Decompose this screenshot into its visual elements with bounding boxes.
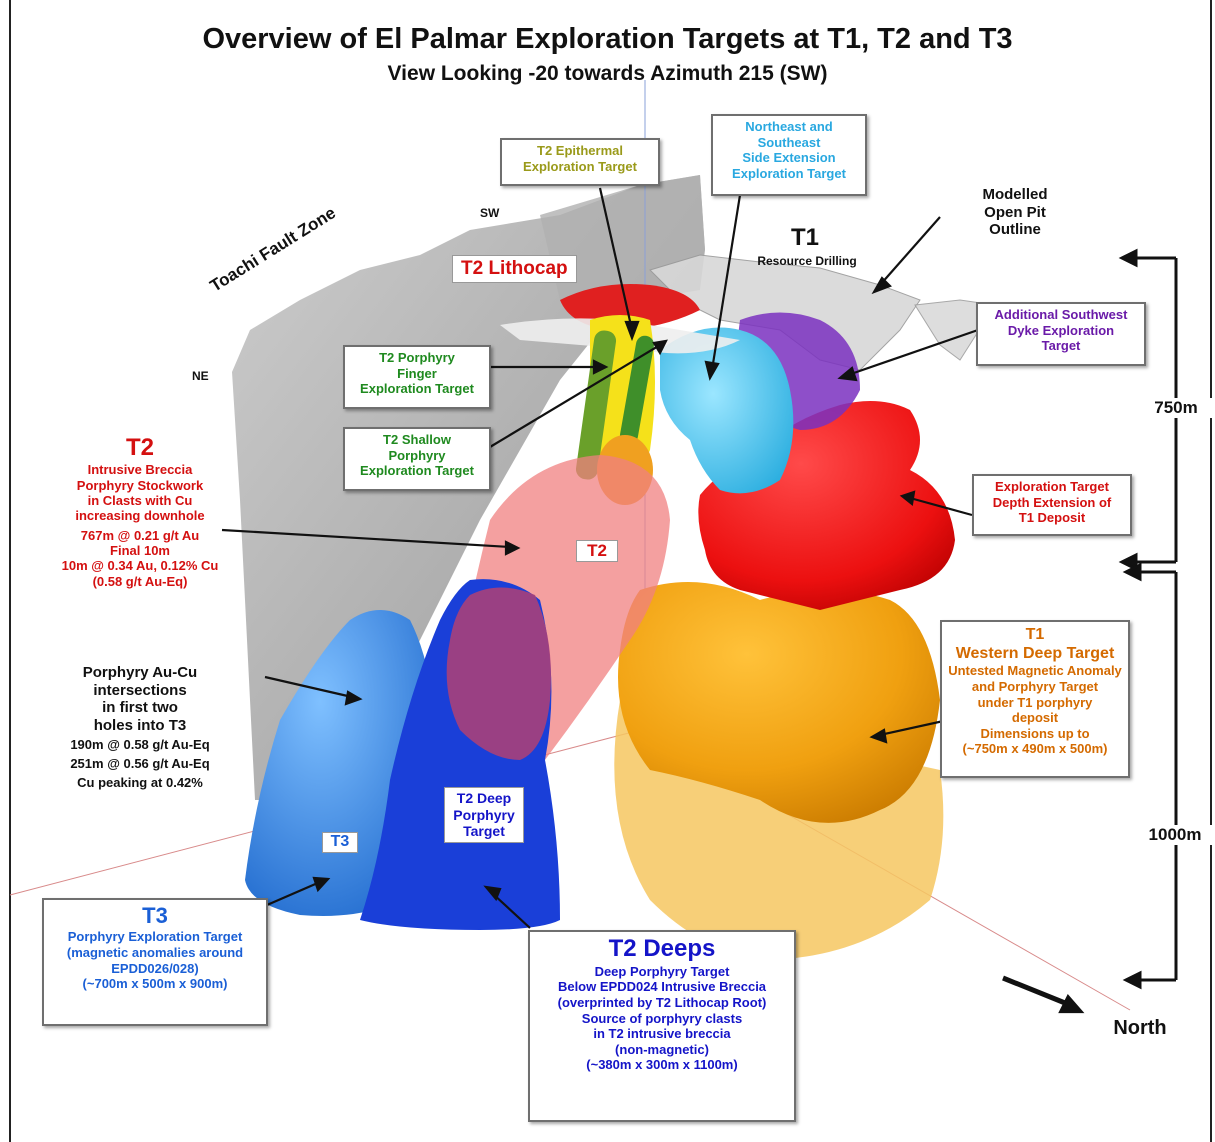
ne-se-extension-body xyxy=(660,327,794,494)
t2-deep-magenta xyxy=(446,587,551,760)
fault-plane-upper xyxy=(540,175,705,330)
scale-bar xyxy=(1118,248,1178,990)
label-t3-center: T3 xyxy=(322,832,358,853)
callout-t3: T3 Porphyry Exploration Target (magnetic… xyxy=(42,898,268,1026)
callout-t1-western-deep: T1 Western Deep Target Untested Magnetic… xyxy=(940,620,1130,778)
label-ne: NE xyxy=(192,369,209,383)
callout-t2-deeps: T2 Deeps Deep Porphyry Target Below EPDD… xyxy=(528,930,796,1122)
label-t2-center: T2 xyxy=(576,540,618,563)
callout-t2-finger: T2 Porphyry Finger Exploration Target xyxy=(343,345,491,409)
callout-sw-dyke: Additional Southwest Dyke Exploration Ta… xyxy=(976,302,1146,366)
label-modelled-pit: Modelled Open Pit Outline xyxy=(982,186,1048,239)
t2-annotation: T2 Intrusive Breccia Porphyry Stockwork … xyxy=(61,434,219,589)
label-scale-750: 750m xyxy=(1140,398,1212,419)
callout-t2-epithermal: T2 Epithermal Exploration Target xyxy=(500,138,660,186)
label-t1-sub: Resource Drilling xyxy=(757,254,857,268)
callout-arrows xyxy=(221,187,1085,1014)
label-north: North xyxy=(1113,1017,1167,1039)
label-scale-1000: 1000m xyxy=(1138,825,1212,846)
label-t2-lithocap: T2 Lithocap xyxy=(452,255,577,284)
callout-t2-shallow: T2 Shallow Porphyry Exploration Target xyxy=(343,427,491,491)
label-t2-deep-porphyry: T2 Deep Porphyry Target xyxy=(444,787,524,843)
t3-annotation: Porphyry Au-Cu intersections in first tw… xyxy=(70,664,210,791)
diagram-subtitle: View Looking -20 towards Azimuth 215 (SW… xyxy=(387,62,828,85)
label-t1: T1 xyxy=(790,224,819,251)
callout-t1-depth-extension: Exploration Target Depth Extension of T1… xyxy=(972,474,1132,536)
t1-orange-body xyxy=(618,582,940,823)
t2-shallow-body xyxy=(620,335,654,445)
diagram-title: Overview of El Palmar Exploration Target… xyxy=(202,23,1013,55)
label-sw: SW xyxy=(480,206,500,220)
callout-ne-se-extension: Northeast and Southeast Side Extension E… xyxy=(711,114,867,196)
